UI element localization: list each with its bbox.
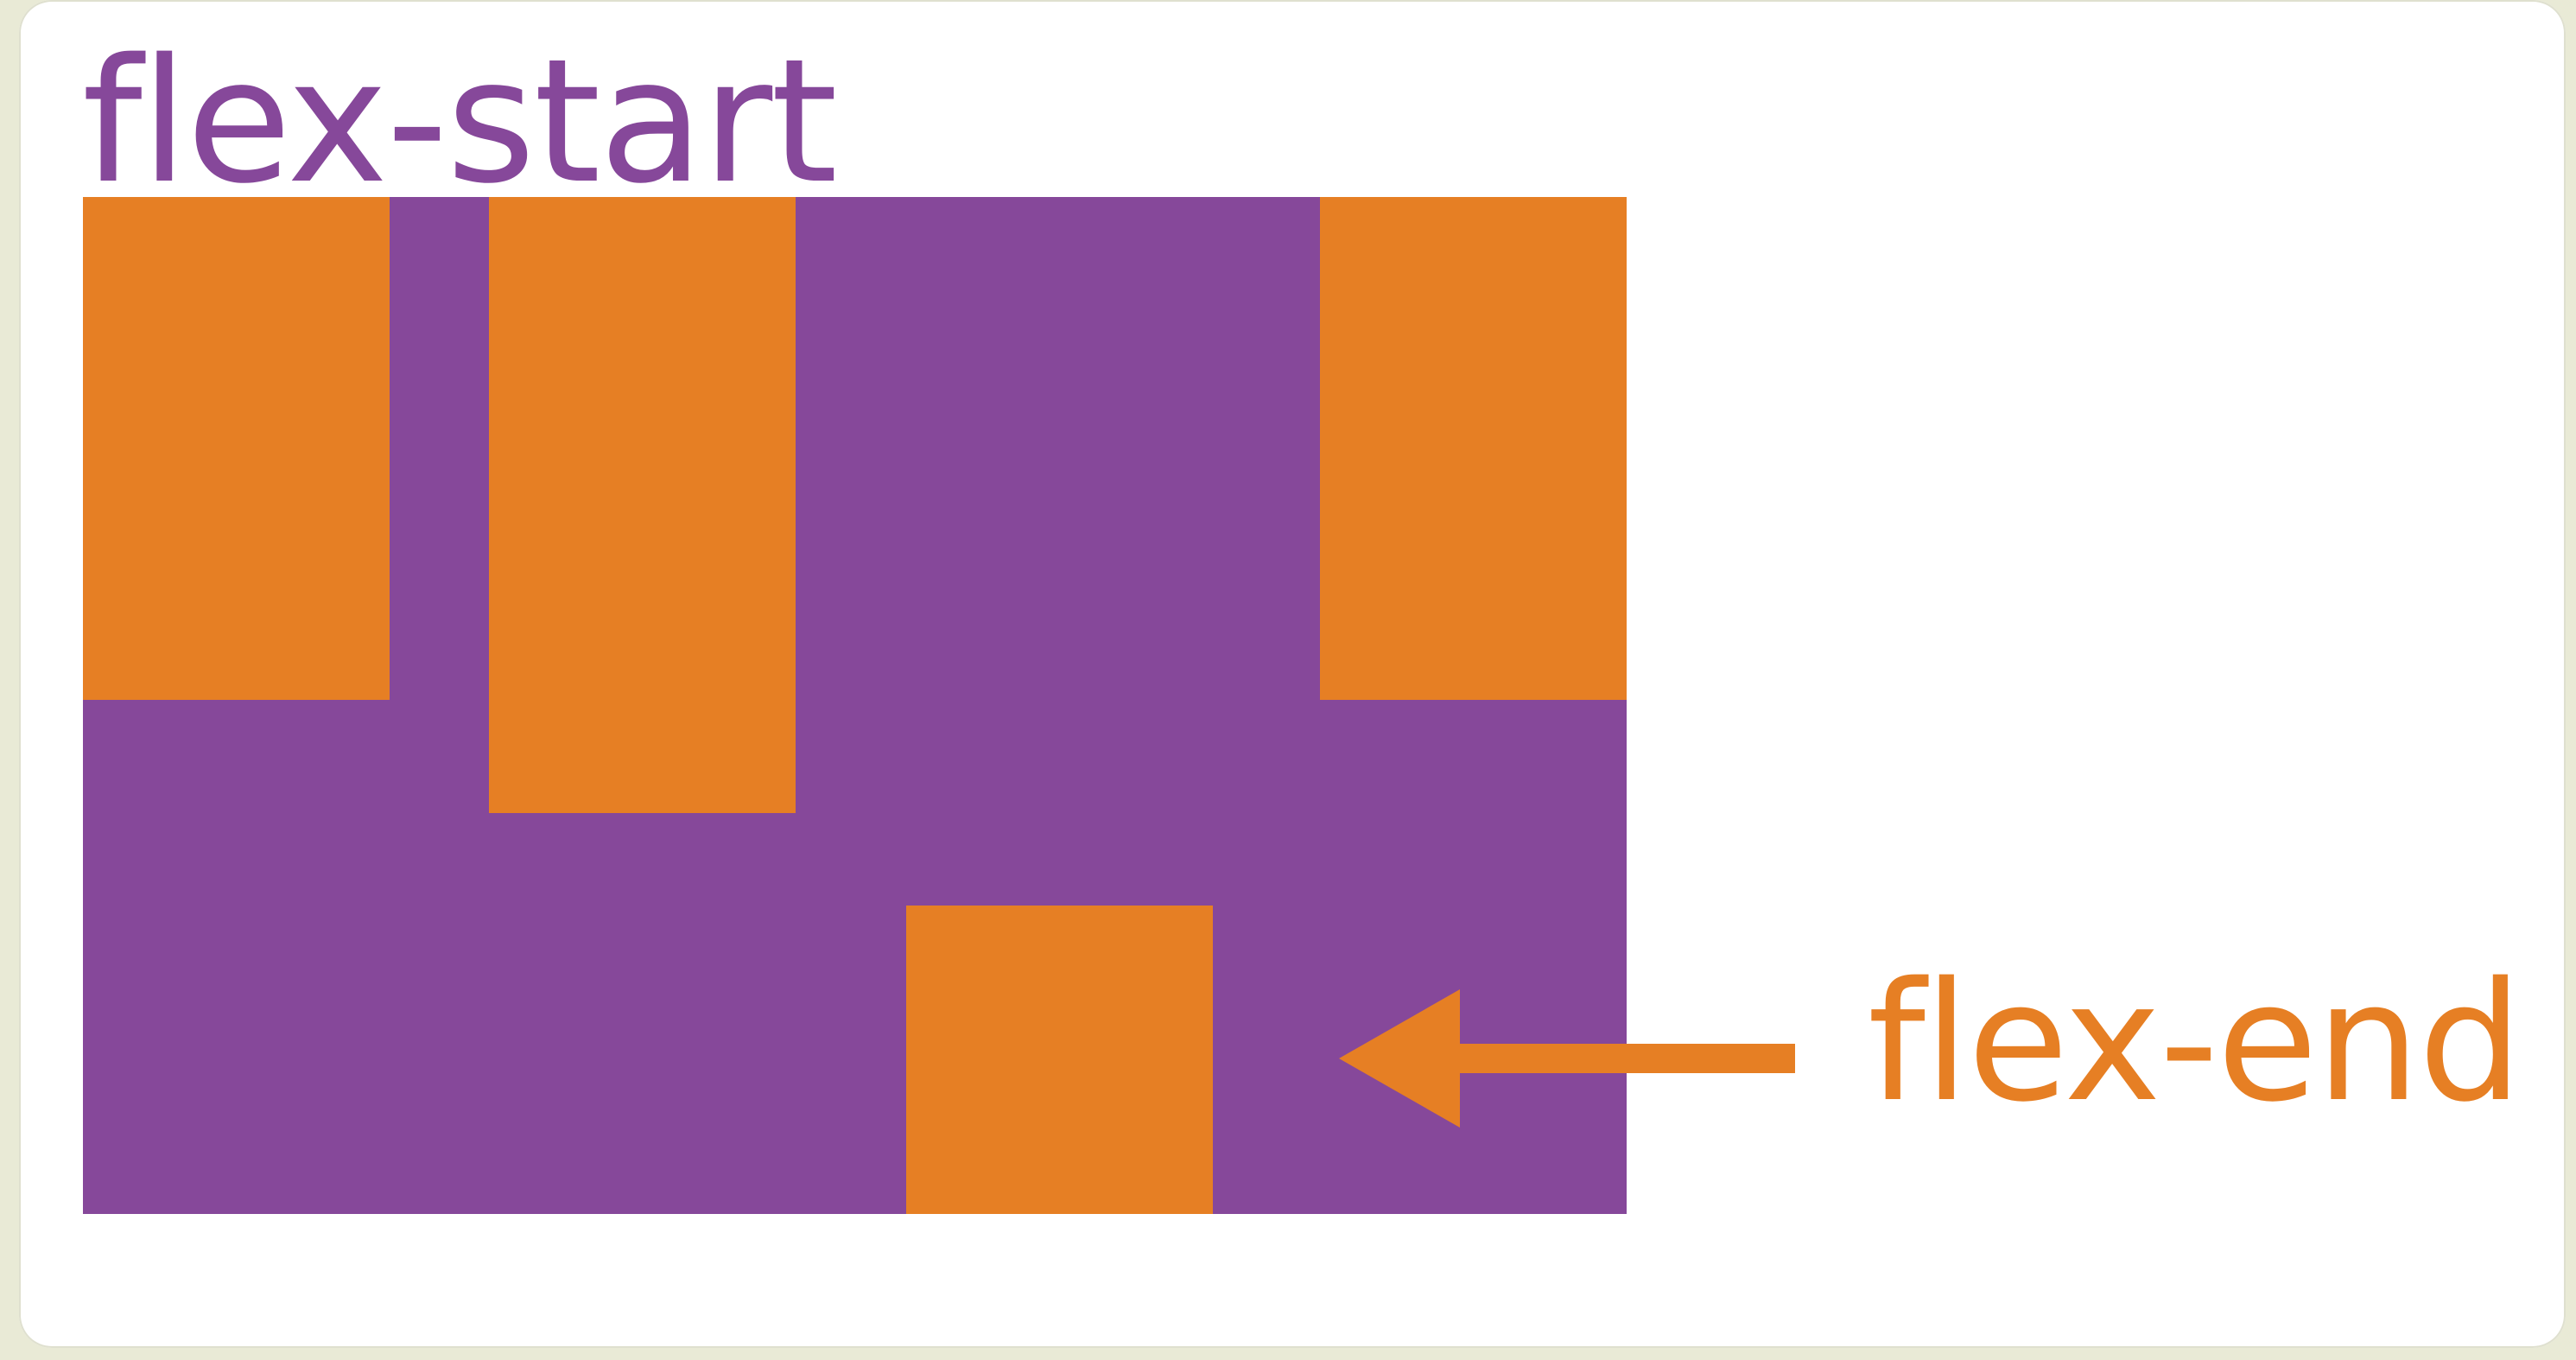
diagram-panel: flex-start flex-end [19, 0, 2566, 1348]
left-arrow-icon [1339, 989, 1795, 1128]
flex-end-label: flex-end [1868, 947, 2522, 1138]
arrow-shaft [1451, 1044, 1795, 1073]
flex-item-1 [83, 197, 390, 700]
flex-start-label: flex-start [82, 22, 838, 221]
flex-container [83, 197, 1627, 1214]
flex-item-4 [1320, 197, 1627, 700]
flex-item-3 [906, 906, 1213, 1214]
arrow-head [1339, 989, 1460, 1128]
flex-item-2 [489, 197, 796, 813]
